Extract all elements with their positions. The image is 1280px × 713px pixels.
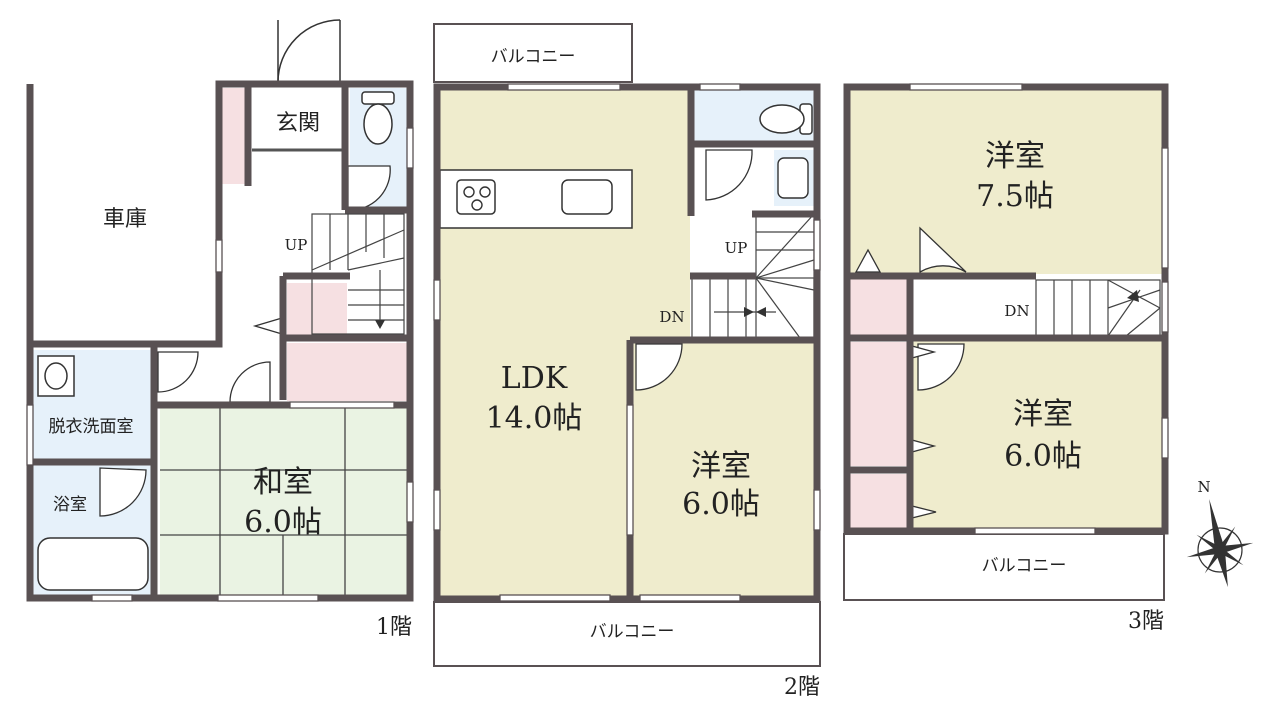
stairs-3f bbox=[1035, 279, 1161, 337]
closet-1f-a bbox=[287, 283, 347, 337]
entrance-label: 玄関 bbox=[276, 111, 320, 136]
stairs-dn-label-3f: DN bbox=[1004, 302, 1029, 320]
closet-3f-a bbox=[848, 278, 910, 336]
floor-2: バルコニー バルコニー LDK 14.0帖 洋室 6.0帖 UP DN 2階 bbox=[433, 23, 821, 700]
closet-3f-c bbox=[848, 474, 908, 530]
room-2f-size: 6.0帖 bbox=[682, 487, 760, 522]
shoe-closet bbox=[222, 88, 248, 184]
floor-2-label: 2階 bbox=[784, 675, 820, 700]
room-3f-a-size: 7.5帖 bbox=[976, 179, 1054, 214]
floor-3-label: 3階 bbox=[1128, 609, 1164, 634]
stair-arrow-2f-a bbox=[744, 307, 754, 317]
balcony-2f-bottom-label: バルコニー bbox=[590, 622, 675, 642]
japanese-room-name: 和室 bbox=[253, 465, 313, 500]
room-3f-b-name: 洋室 bbox=[1013, 397, 1073, 432]
windows-2f bbox=[433, 83, 821, 602]
balcony-2f-top-label: バルコニー bbox=[491, 47, 576, 67]
floor-1-label: 1階 bbox=[376, 615, 412, 640]
closet-1f-b bbox=[287, 343, 408, 401]
stairs-up-label-1f: UP bbox=[285, 236, 308, 254]
hand-basin-icon bbox=[777, 157, 809, 199]
windows-3f bbox=[909, 83, 1169, 535]
doors-3f bbox=[854, 226, 967, 519]
washing-machine-drum bbox=[44, 362, 68, 390]
burner-3 bbox=[471, 199, 483, 211]
stair-arrow-2f-b bbox=[756, 307, 766, 317]
burner-2 bbox=[479, 186, 491, 198]
stairs-up-label-2f: UP bbox=[725, 239, 748, 257]
compass-north-label: N bbox=[1197, 478, 1210, 496]
ldk-size: 14.0帖 bbox=[486, 401, 583, 436]
doors-2f bbox=[635, 149, 753, 391]
windows-1f bbox=[26, 127, 414, 602]
washing-machine-icon bbox=[37, 355, 75, 397]
room-7-5-fill bbox=[848, 88, 1164, 274]
walls-2f bbox=[433, 83, 821, 603]
kitchen-sink-icon bbox=[561, 179, 613, 215]
compass-icon: N bbox=[1186, 478, 1254, 588]
toilet-2f-icon bbox=[759, 103, 813, 135]
bathtub-icon bbox=[37, 537, 149, 591]
room-2f-name: 洋室 bbox=[691, 449, 751, 484]
burner-1 bbox=[463, 186, 475, 198]
doors-1f bbox=[99, 165, 391, 517]
japanese-room-size: 6.0帖 bbox=[244, 505, 322, 540]
stairs-1f bbox=[311, 213, 405, 335]
room-3f-b-size: 6.0帖 bbox=[1004, 439, 1082, 474]
stair-arrow-3f bbox=[1127, 290, 1139, 302]
stair-arrow-1f bbox=[375, 320, 385, 329]
ldk-name: LDK bbox=[501, 361, 568, 396]
garage-label: 車庫 bbox=[103, 207, 147, 232]
room-3f-a-name: 洋室 bbox=[985, 139, 1045, 174]
toilet-1f-icon bbox=[361, 91, 395, 145]
bath-label: 浴室 bbox=[53, 495, 87, 515]
floor-1: 車庫 玄関 UP 脱衣洗面室 浴室 和室 6.0帖 1階 bbox=[26, 19, 414, 640]
balcony-3f-label: バルコニー bbox=[982, 556, 1067, 576]
stove-icon bbox=[456, 179, 496, 215]
closet-3f-b bbox=[848, 342, 908, 466]
tatami-lines bbox=[160, 405, 408, 598]
dressing-room-label: 脱衣洗面室 bbox=[49, 417, 134, 437]
stairs-dn-label-2f: DN bbox=[659, 308, 684, 326]
entrance-door-icon bbox=[277, 19, 341, 83]
floor-3: 洋室 7.5帖 洋室 6.0帖 DN バルコニー 3階 bbox=[843, 83, 1169, 634]
tatami-fill bbox=[160, 405, 408, 598]
balcony-2f-top bbox=[433, 23, 633, 83]
